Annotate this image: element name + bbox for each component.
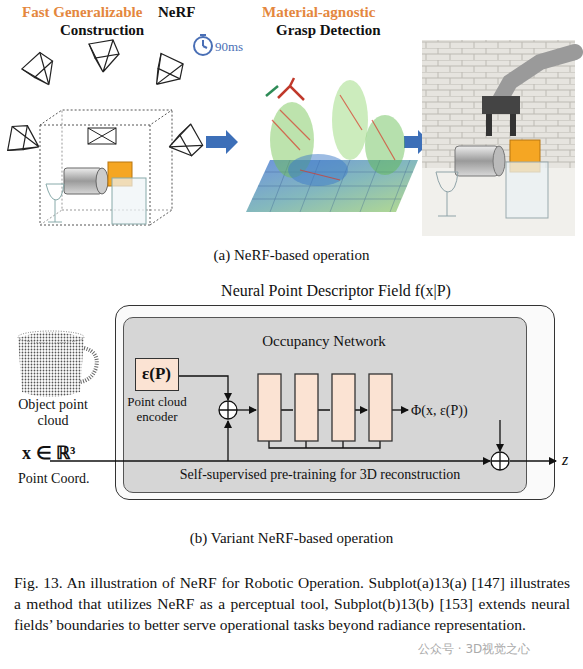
- encoder-box: ε(P)Point cloud encoder: [135, 358, 179, 391]
- grasp-voxel-view: [246, 78, 418, 212]
- field-title: Neural Point Descriptor Field f(x|P): [116, 281, 556, 301]
- sum-symbol: [491, 452, 509, 470]
- panel-heading: Construction: [60, 22, 144, 39]
- output-symbol: z: [562, 451, 568, 468]
- figure-caption: Fig. 13. An illustration of NeRF for Rob…: [14, 572, 570, 635]
- input-symbol: x ∈ ℝ³: [22, 443, 75, 463]
- sum-symbol: [219, 401, 237, 419]
- input-label: Point Coord.: [18, 470, 90, 487]
- nerf-scene: [4, 40, 205, 225]
- watermark: 公众号 · 3D视觉之心: [418, 641, 530, 658]
- network-title: Occupancy Network: [224, 332, 424, 350]
- encoder-caption: Point cloud encoder: [112, 394, 202, 424]
- panel-heading: Material-agnostic: [262, 4, 375, 21]
- stopwatch-icon: [194, 35, 212, 55]
- encoder-symbol: ε(P): [136, 359, 177, 389]
- timing-label: 90ms: [215, 38, 243, 55]
- layer-wire: [237, 409, 256, 410]
- output-drop: [499, 420, 500, 451]
- output-label: Φ(x, ε(P)): [411, 402, 468, 419]
- subfigure-caption: (a) NeRF-based operation: [0, 247, 583, 264]
- flow-arrow: [206, 130, 238, 154]
- output-wire: [392, 409, 408, 410]
- cup-point-cloud: [18, 331, 97, 397]
- coord-branch: [227, 421, 228, 461]
- panel-heading: Grasp Detection: [276, 22, 381, 39]
- pretrain-note: Self-supervised pre-training for 3D reco…: [140, 466, 500, 483]
- coord-line: [50, 460, 490, 461]
- robot-photo: [422, 40, 575, 236]
- panel-heading: NeRF: [158, 4, 196, 21]
- input-label: Object point cloud: [10, 397, 96, 429]
- sum-symbol: [491, 452, 509, 470]
- sum-symbol: [219, 401, 237, 419]
- subfigure-caption: (b) Variant NeRF-based operation: [0, 530, 583, 547]
- panel-heading: Fast Generalizable: [22, 4, 142, 21]
- z-arrow: [510, 460, 556, 461]
